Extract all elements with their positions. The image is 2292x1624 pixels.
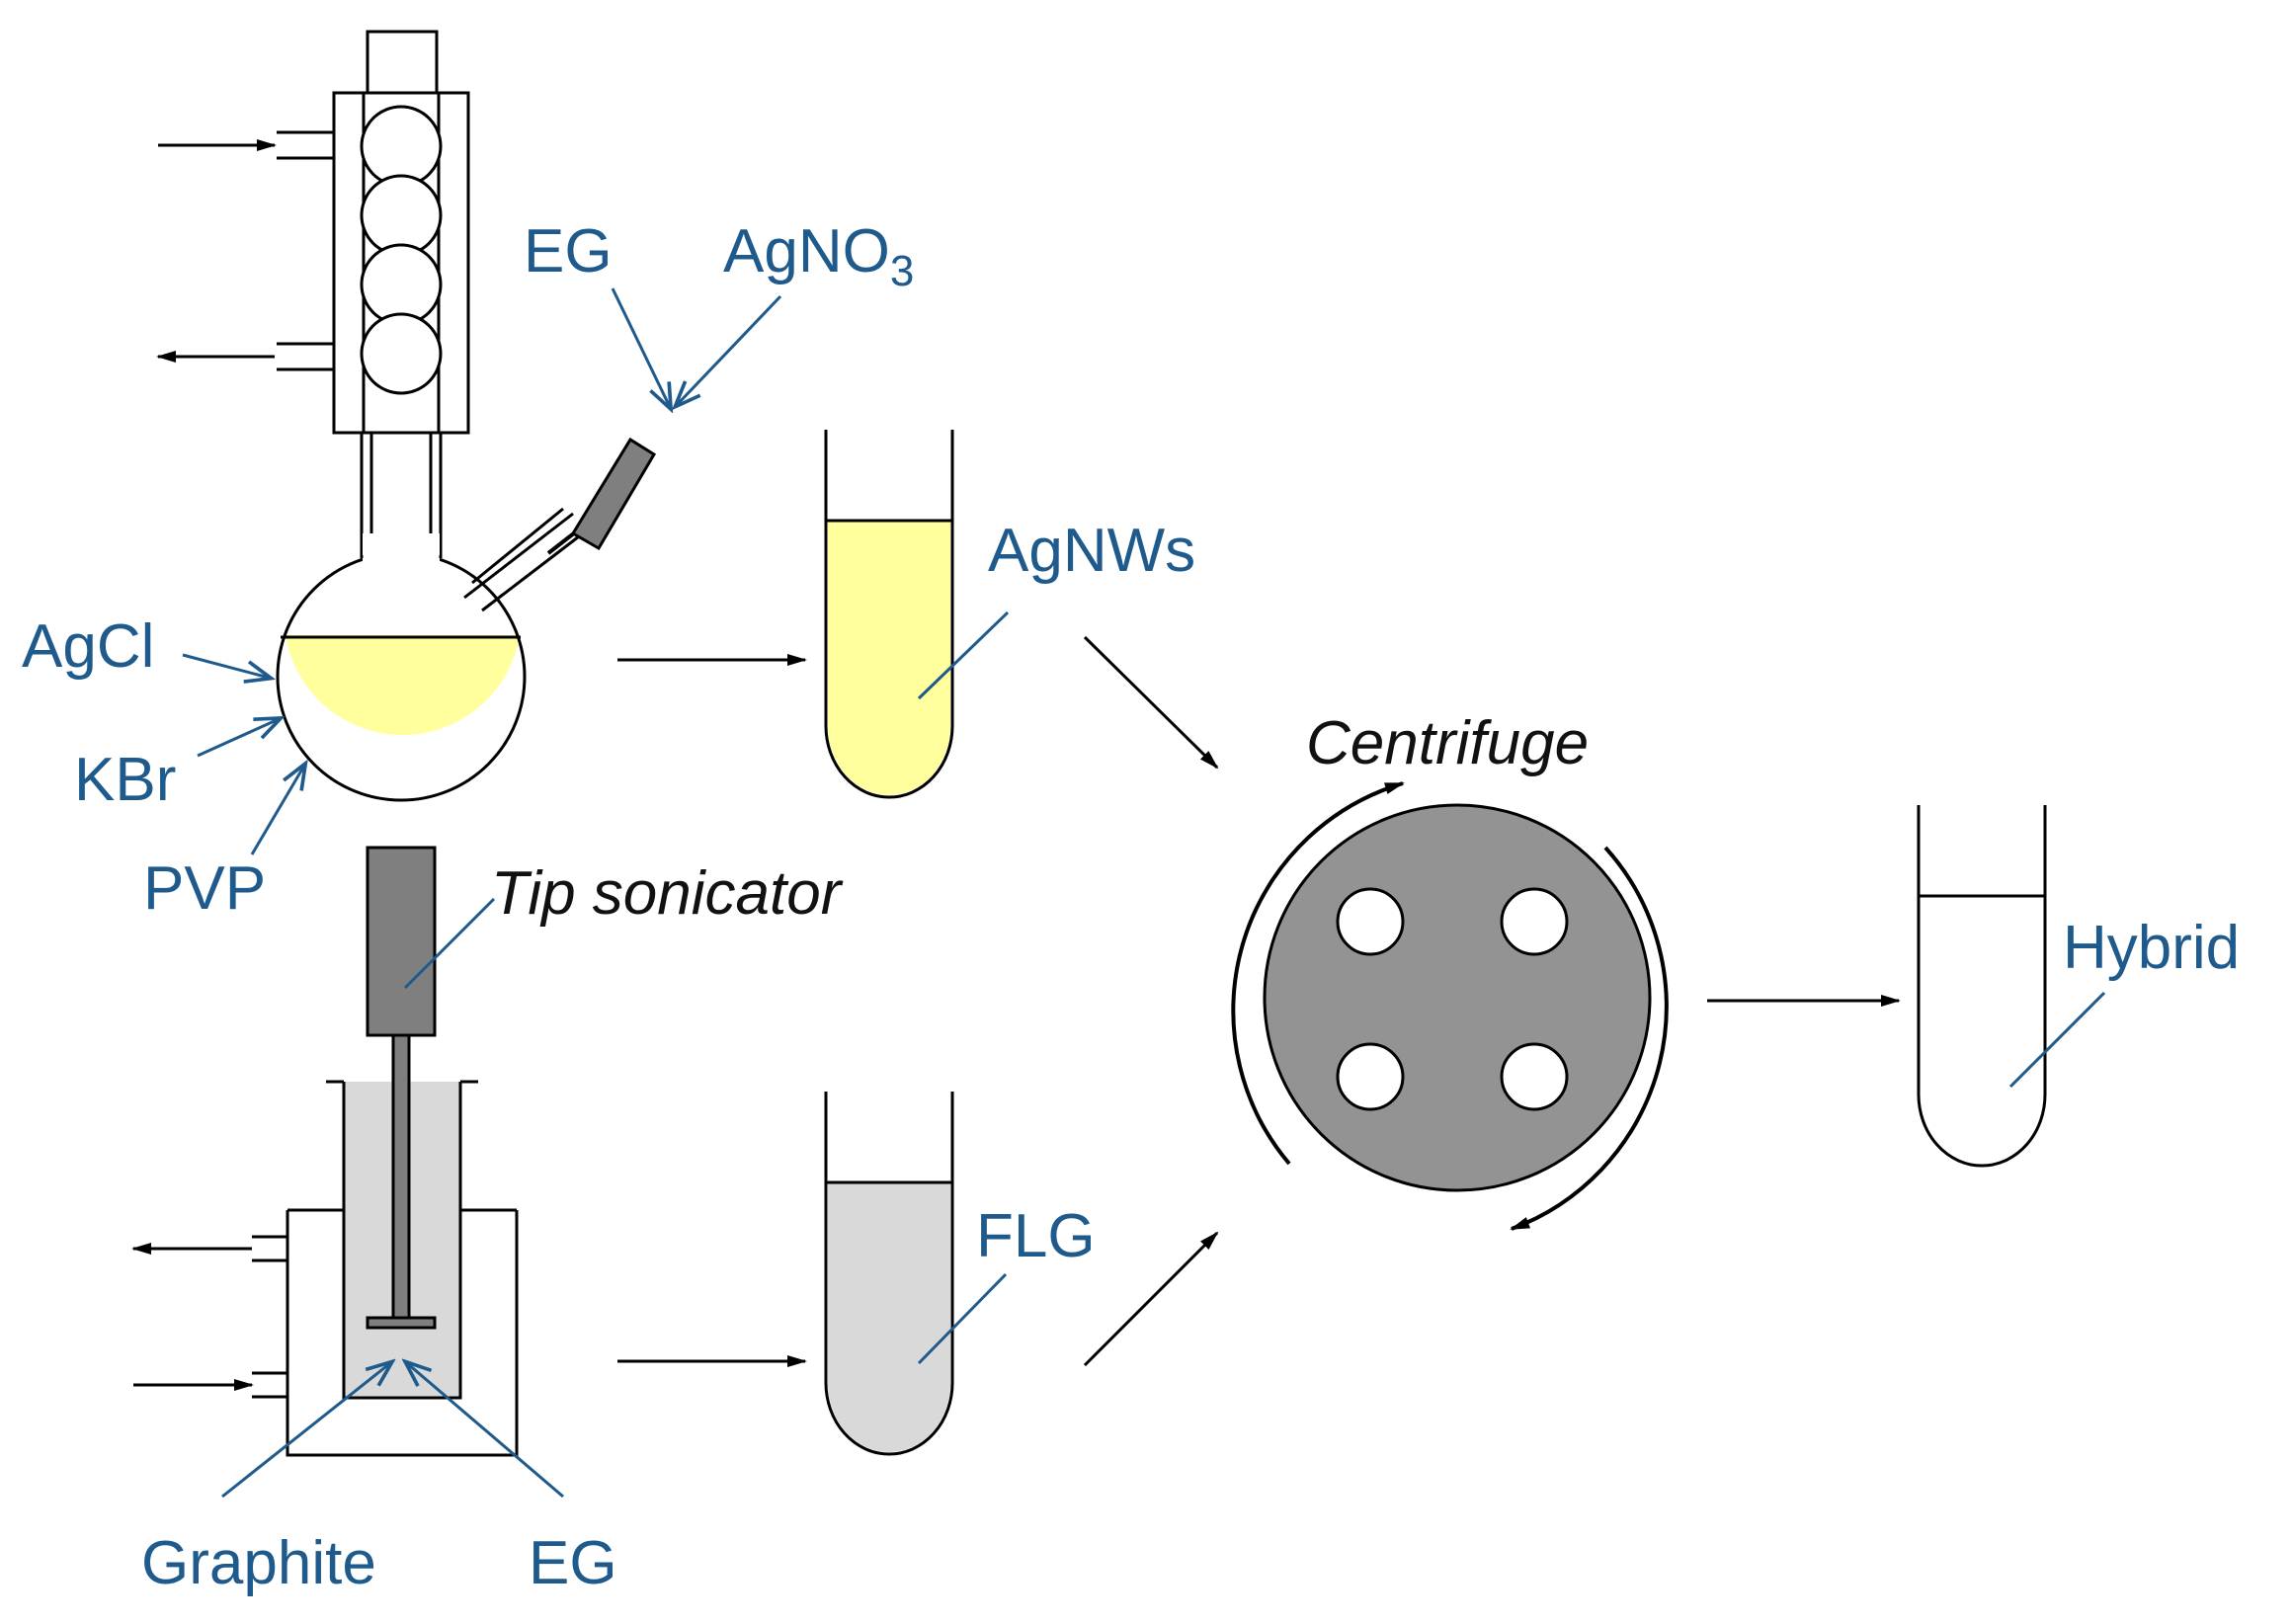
label-agnws: AgNWs <box>988 517 1195 585</box>
label-hybrid: Hybrid <box>2063 914 2240 982</box>
flask-labels: EG AgNO3 AgCl KBr PVP <box>22 217 914 923</box>
centrifuge <box>1231 781 1669 1231</box>
agnws-tube: AgNWs <box>824 430 1195 799</box>
sonicator-bottom-labels: Graphite EG <box>141 1363 617 1597</box>
label-centrifuge: Centrifuge <box>1306 709 1589 777</box>
label-tip-sonicator: Tip sonicator <box>491 859 844 928</box>
label-eg-bottom: EG <box>529 1529 617 1597</box>
tip-sonicator-apparatus <box>252 846 519 1457</box>
arrow-agnws-to-centrifuge <box>1083 635 1219 770</box>
rotor-hole <box>1500 887 1569 956</box>
label-eg-top: EG <box>524 217 613 285</box>
label-graphite: Graphite <box>141 1529 376 1597</box>
rotor-hole <box>1500 1042 1569 1111</box>
label-pvp: PVP <box>143 854 266 923</box>
label-agcl: AgCl <box>22 612 154 681</box>
centrifuge-rotor <box>1263 803 1652 1192</box>
round-bottom-flask <box>276 437 657 802</box>
rotor-hole <box>1336 1042 1405 1111</box>
condenser-bulbs <box>360 105 443 395</box>
rotation-arc-left <box>1231 781 1405 1166</box>
flg-tube: FLG <box>824 1092 1096 1456</box>
rotor-hole <box>1336 887 1405 956</box>
hybrid-tube: Hybrid <box>1917 805 2240 1168</box>
rotation-arc-right <box>1510 846 1669 1231</box>
arrow-flg-to-centrifuge <box>1083 1231 1219 1367</box>
label-agno3: AgNO3 <box>723 217 914 295</box>
label-flg: FLG <box>976 1202 1096 1270</box>
reflux-apparatus <box>277 30 470 558</box>
syringe <box>546 437 657 555</box>
label-kbr: KBr <box>74 746 176 814</box>
